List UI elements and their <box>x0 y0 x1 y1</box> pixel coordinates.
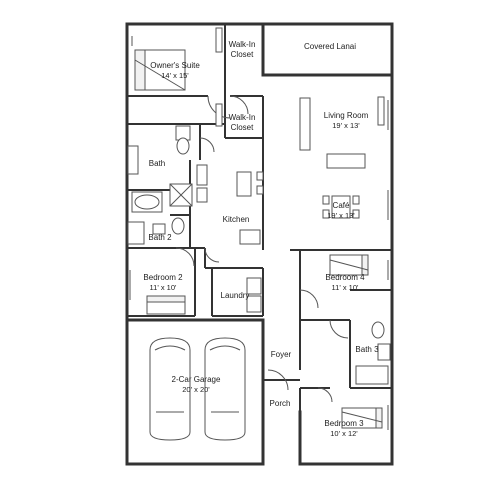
laundry-appliances <box>246 277 262 313</box>
windows <box>129 36 389 430</box>
cafe-dims: 19' x 13' <box>327 211 355 220</box>
walkin-closet-2-label-2: Closet <box>231 123 254 132</box>
laundry-label: Laundry <box>221 291 250 300</box>
bath-fixtures <box>127 125 193 245</box>
kitchen-label: Kitchen <box>223 215 250 224</box>
walkin-closet-1-label: Walk-In <box>229 40 256 49</box>
living-room-dims: 19' x 13' <box>332 121 360 130</box>
bedroom-2-label: Bedroom 2 <box>143 273 183 282</box>
bath-label: Bath <box>149 159 165 168</box>
living-room-label: Living Room <box>324 111 369 120</box>
living-furniture <box>299 96 385 169</box>
bedroom-3-label: Bedroom 3 <box>324 419 364 428</box>
walkin-closet-1-label-2: Closet <box>231 50 254 59</box>
garage-dims: 20' x 20' <box>182 385 210 394</box>
room-labels: Owner's Suite 14' x 15' Walk-In Closet C… <box>143 40 379 438</box>
walkin-closet-2-label: Walk-In <box>229 113 256 122</box>
closet-shelves <box>215 27 223 127</box>
bedroom-3-bed <box>341 407 383 429</box>
owners-suite-label: Owner's Suite <box>150 61 200 70</box>
porch-label: Porch <box>270 399 291 408</box>
door-swings <box>175 95 349 403</box>
kitchen-fixtures <box>196 164 264 245</box>
bedroom-3-dims: 10' x 12' <box>330 429 358 438</box>
bedroom-4-bed <box>329 254 369 276</box>
bedroom-2-bed <box>146 295 186 315</box>
covered-lanai-label: Covered Lanai <box>304 42 356 51</box>
garage-cars <box>149 337 246 441</box>
foyer-label: Foyer <box>271 350 292 359</box>
bath-3-label: Bath 3 <box>355 345 379 354</box>
bedroom-4-dims: 11' x 10' <box>332 283 359 292</box>
owners-suite-dims: 14' x 15' <box>161 71 189 80</box>
bedroom-2-dims: 11' x 10' <box>150 283 177 292</box>
cafe-label: Café <box>333 201 350 210</box>
exterior-walls <box>125 22 394 466</box>
cafe-table <box>322 195 360 219</box>
owners-bed <box>134 49 186 91</box>
bedroom-4-label: Bedroom 4 <box>325 273 365 282</box>
bath-3-fixtures <box>355 321 391 385</box>
garage-label: 2-Car Garage <box>172 375 221 384</box>
bath-2-label: Bath 2 <box>148 233 172 242</box>
